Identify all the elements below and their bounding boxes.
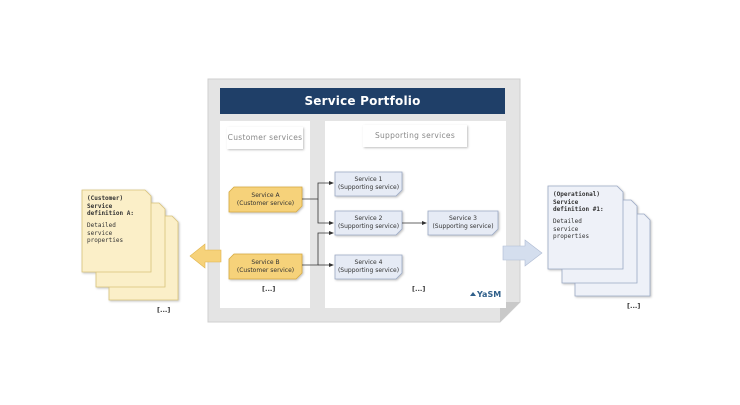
supporting-services-header: Supporting services (363, 125, 467, 147)
left-doc-stack (81, 189, 179, 301)
left-doc-ellipsis: [...] (157, 306, 171, 314)
service-1-name: Service 1 (354, 176, 383, 183)
service-4-label: Service 4 (Supporting service) (335, 259, 402, 275)
service-a-label: Service A (Customer service) (229, 192, 302, 208)
service-2-name: Service 2 (354, 215, 383, 222)
service-1-type: (Supporting service) (337, 184, 400, 191)
service-2-box[interactable] (334, 210, 403, 236)
service-a-box[interactable] (228, 186, 303, 213)
service-1-label: Service 1 (Supporting service) (335, 176, 402, 192)
left-doc-title: (Customer) Service definition A: (87, 195, 134, 217)
supporting-services-ellipsis: [...] (412, 285, 426, 293)
service-b-name: Service B (251, 259, 280, 266)
service-b-label: Service B (Customer service) (229, 259, 302, 275)
service-3-type: (Supporting service) (432, 223, 494, 230)
service-a-name: Service A (251, 192, 280, 199)
customer-services-ellipsis: [...] (262, 285, 276, 293)
left-arrow (189, 243, 222, 269)
yasm-logo: YaSM (477, 290, 502, 299)
right-arrow (502, 239, 543, 267)
left-doc-body: Detailed service properties (87, 222, 124, 244)
connectors (302, 182, 423, 266)
customer-column (220, 121, 310, 308)
service-a-type: (Customer service) (236, 200, 295, 207)
service-2-label: Service 2 (Supporting service) (335, 215, 402, 231)
service-b-type: (Customer service) (236, 267, 295, 274)
yasm-logo-icon (470, 292, 476, 296)
service-1-box[interactable] (334, 171, 403, 197)
service-3-label: Service 3 (Supporting service) (428, 215, 498, 231)
service-b-box[interactable] (228, 253, 303, 280)
customer-services-header: Customer services (227, 127, 303, 149)
arrowheads (329, 181, 427, 267)
service-4-box[interactable] (334, 254, 403, 280)
service-2-type: (Supporting service) (337, 223, 400, 230)
service-4-name: Service 4 (354, 259, 383, 266)
connector-a-2 (317, 199, 330, 224)
right-doc-body: Detailed service properties (553, 218, 590, 240)
right-doc-stack (547, 185, 651, 297)
connector-a-1 (302, 182, 330, 200)
service-4-type: (Supporting service) (337, 267, 400, 274)
portfolio-title: Service Portfolio (220, 88, 505, 114)
service-3-box[interactable] (427, 210, 499, 236)
connector-b-2 (302, 232, 330, 266)
service-3-name: Service 3 (449, 215, 477, 222)
right-doc-ellipsis: [...] (627, 302, 641, 310)
right-doc-title: (Operational) Service definition #1: (553, 191, 604, 213)
